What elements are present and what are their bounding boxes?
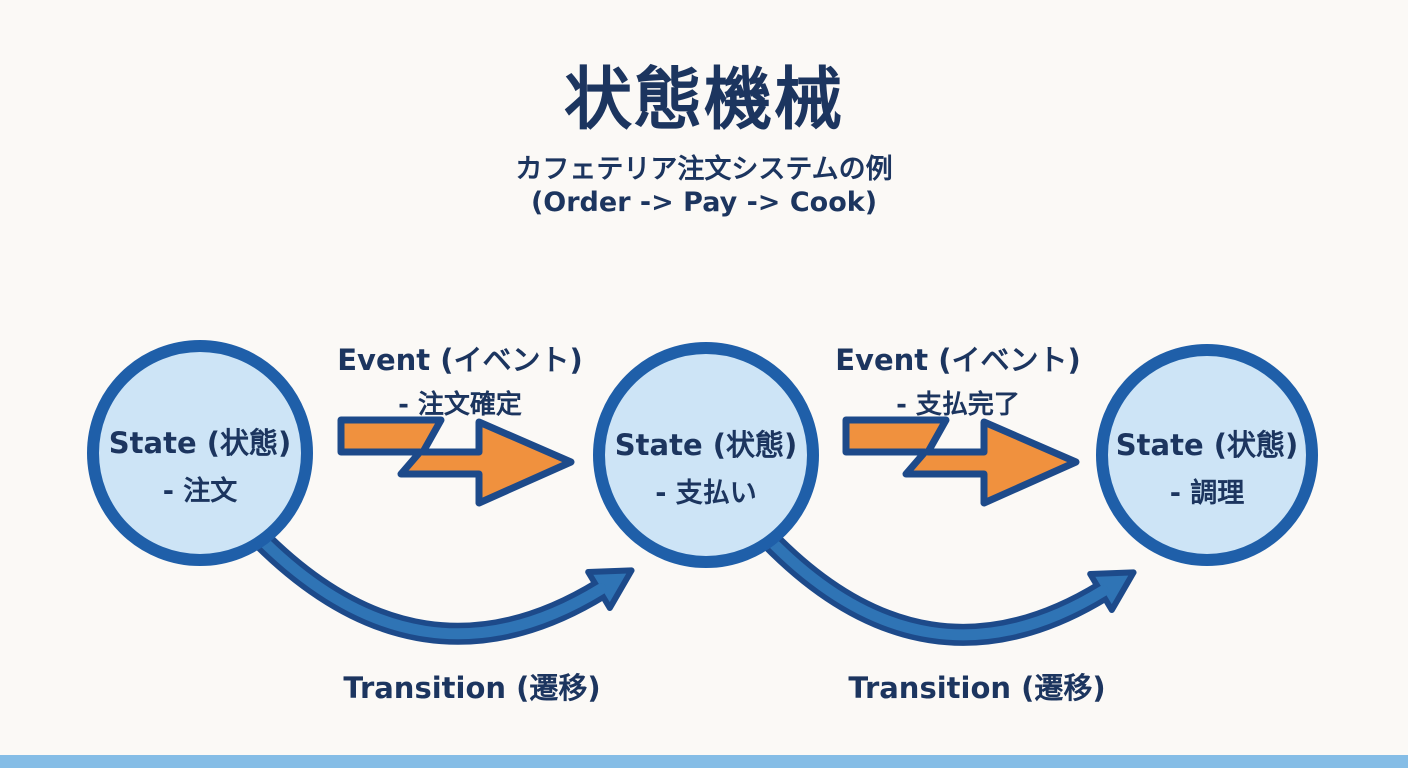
event-value: - 支払完了 — [896, 390, 1020, 420]
state-circle — [87, 340, 313, 566]
event-arrow-icon — [842, 416, 1080, 507]
flow-summary: (Order -> Pay -> Cook) — [530, 187, 878, 218]
event-heading: Event (イベント) — [337, 343, 583, 377]
state-value: - 支払い — [655, 478, 757, 509]
state-circle — [593, 342, 819, 568]
transition-arrow-icon — [757, 527, 1137, 646]
state-heading: State (状態) — [108, 426, 292, 460]
bottom-accent-bar — [0, 755, 1408, 768]
state-circle — [1096, 344, 1318, 566]
diagram-title: 状態機械 — [563, 61, 844, 140]
state-value: - 調理 — [1169, 478, 1245, 509]
state-node-pay: State (状態) - 支払い — [581, 422, 831, 510]
transition-arrow-icon — [247, 525, 635, 645]
state-node-cook: State (状態) - 調理 — [1082, 422, 1332, 510]
event-label-order-confirm: Event (イベント) - 注文確定 — [335, 337, 585, 421]
event-value: - 注文確定 — [398, 390, 522, 420]
event-heading: Event (イベント) — [835, 343, 1081, 377]
state-heading: State (状態) — [1115, 428, 1299, 462]
transition-label: Transition (遷移) — [343, 671, 601, 705]
event-arrow-icon — [337, 416, 575, 507]
event-label-payment-complete: Event (イベント) - 支払完了 — [833, 337, 1083, 421]
state-node-order: State (状態) - 注文 — [75, 420, 325, 508]
diagram-subtitle: カフェテリア注文システムの例 — [515, 154, 893, 185]
state-value: - 注文 — [162, 476, 238, 507]
state-heading: State (状態) — [614, 428, 798, 462]
transition-label: Transition (遷移) — [848, 671, 1106, 705]
